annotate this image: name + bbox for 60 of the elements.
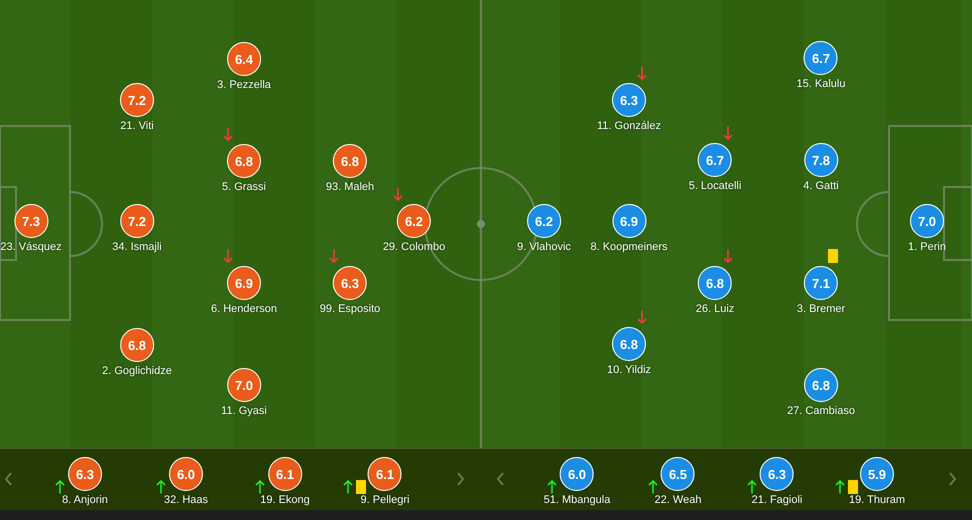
player-rating: 6.1	[268, 457, 302, 491]
player-name: 11. Gyasi	[221, 405, 267, 418]
player-rating: 6.8	[333, 144, 367, 178]
player-rating: 6.8	[804, 368, 838, 402]
player-name: 8. Anjorin	[62, 494, 108, 507]
player-rating: 7.2	[120, 204, 154, 238]
player-name: 19. Ekong	[260, 494, 310, 507]
player-name: 32. Haas	[164, 494, 208, 507]
player-rating: 5.9	[860, 457, 894, 491]
player-name: 10. Yildiz	[606, 364, 652, 377]
player-rating: 6.8	[227, 144, 261, 178]
player-name: 5. Locatelli	[688, 180, 742, 193]
player-name: 51. Mbangula	[544, 494, 610, 507]
player-name: 3. Bremer	[796, 303, 846, 316]
player-name: 11. González	[597, 120, 661, 133]
player-rating: 6.0	[169, 457, 203, 491]
player-name: 22. Weah	[654, 494, 702, 507]
player-name: 9. Pellegri	[360, 494, 410, 507]
player-name: 9. Vlahovic	[517, 241, 571, 254]
player-name: 34. Ismajli	[112, 241, 162, 254]
player-rating: 7.3	[14, 204, 48, 238]
player-name: 27. Cambiaso	[787, 405, 855, 418]
player-name: 5. Grassi	[222, 181, 266, 194]
player-rating: 6.4	[227, 42, 261, 76]
player-name: 2. Goglichidze	[102, 365, 172, 378]
player-name: 21. Fagioli	[752, 494, 802, 507]
player-rating: 6.2	[397, 204, 431, 238]
player-rating: 6.8	[612, 327, 646, 361]
player-name: 26. Luiz	[696, 303, 734, 316]
player-rating: 6.2	[527, 204, 561, 238]
player-rating: 6.7	[698, 143, 732, 177]
player-name: 8. Koopmeiners	[590, 241, 668, 254]
player-name: 29. Colombo	[382, 241, 446, 254]
player-rating: 6.0	[560, 457, 594, 491]
player-rating: 6.1	[368, 457, 402, 491]
player-name: 4. Gatti	[803, 180, 839, 193]
player-rating: 6.3	[68, 457, 102, 491]
player-name: 15. Kalulu	[796, 78, 846, 91]
player-rating: 6.3	[760, 457, 794, 491]
player-name: 6. Henderson	[210, 303, 278, 316]
player-name: 93. Maleh	[326, 181, 374, 194]
player-name: 23. Vásquez	[0, 241, 62, 254]
player-rating: 7.8	[804, 143, 838, 177]
player-name: 21. Viti	[120, 120, 154, 133]
player-rating: 7.2	[120, 83, 154, 117]
player-rating: 6.9	[612, 204, 646, 238]
player-rating: 7.0	[227, 368, 261, 402]
player-name: 99. Esposito	[320, 303, 380, 316]
player-rating: 6.8	[698, 266, 732, 300]
player-name: 19. Thuram	[848, 494, 906, 507]
player-rating: 6.3	[333, 266, 367, 300]
player-rating: 7.0	[910, 204, 944, 238]
player-name: 1. Perin	[908, 241, 946, 254]
player-name: 3. Pezzella	[217, 79, 271, 92]
player-rating: 6.5	[661, 457, 695, 491]
player-rating: 6.7	[804, 41, 838, 75]
player-rating: 6.8	[120, 328, 154, 362]
player-rating: 7.1	[804, 266, 838, 300]
player-rating: 6.9	[227, 266, 261, 300]
player-rating: 6.3	[612, 83, 646, 117]
